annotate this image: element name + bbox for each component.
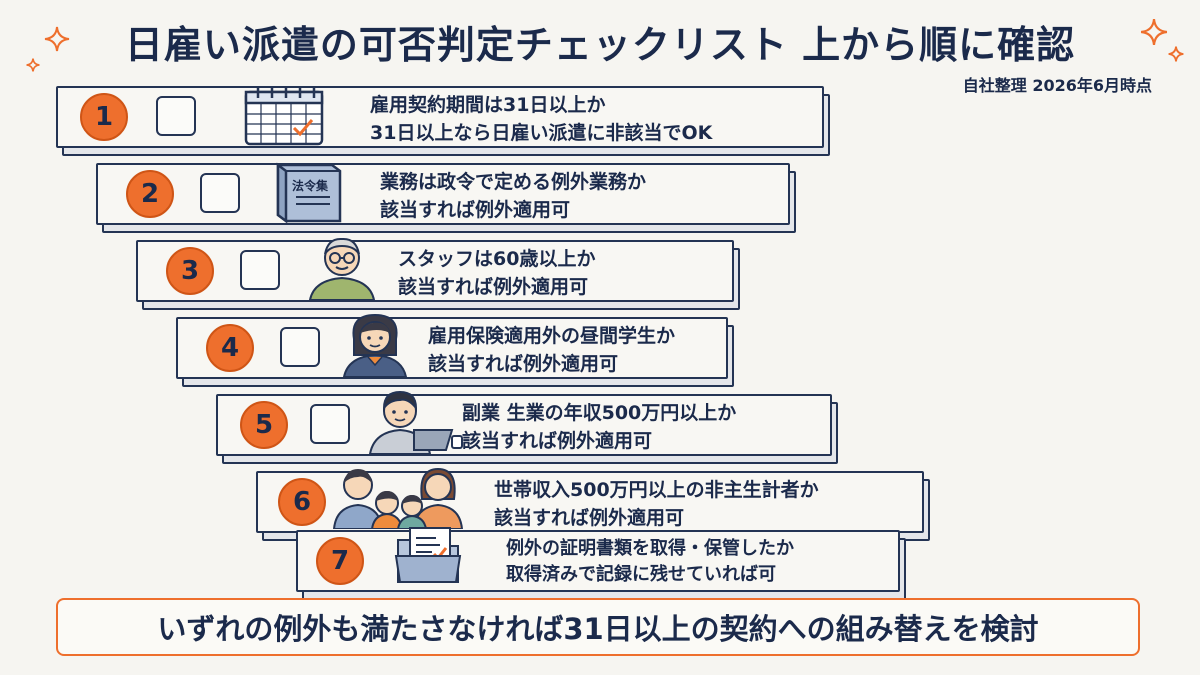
sparkle-icon <box>1140 18 1168 46</box>
checklist-step-1: 1 雇用契約期間は31日以上か 31日以上なら日雇い派遣に非該当でOK <box>56 86 830 156</box>
step-checkbox[interactable] <box>240 250 280 290</box>
conclusion-box: いずれの例外も満たさなければ31日以上の契約への組み替えを検討 <box>56 598 1140 656</box>
law-book-label: 法令集 <box>292 179 329 193</box>
step-number-badge: 5 <box>240 401 288 449</box>
step-note: 該当すれば例外適用可 <box>462 430 653 452</box>
step-condition: 世帯収入500万円以上の非主生計者か <box>494 479 819 501</box>
step-condition: 例外の証明書類を取得・保管したか <box>506 538 794 559</box>
step-note: 31日以上なら日雇い派遣に非該当でOK <box>370 122 713 144</box>
step-checkbox[interactable] <box>200 173 240 213</box>
checklist-step-7: 7 例外の証明書類を取得・保管したか 取得済みで記録に残せていれば可 <box>296 527 906 600</box>
sparkle-icon <box>26 58 40 72</box>
step-number-badge: 4 <box>206 324 254 372</box>
page-title: 日雇い派遣の可否判定チェックリスト 上から順に確認 <box>124 23 1076 67</box>
step-checkbox[interactable] <box>310 404 350 444</box>
step-note: 該当すれば例外適用可 <box>398 276 589 298</box>
step-condition: 雇用契約期間は31日以上か <box>370 94 606 116</box>
step-checkbox[interactable] <box>156 96 196 136</box>
step-number-badge: 7 <box>316 537 364 585</box>
checklist-step-5: 5 副業 生業の年収500万円以上か 該当すれば例外適用可 <box>216 390 838 464</box>
checklist-step-2: 2 法令集 業務は政令で定める例外業務か 該当すれば例外適用可 <box>96 162 796 233</box>
student-icon <box>342 313 408 377</box>
step-condition: 雇用保険適用外の昼間学生か <box>428 325 676 347</box>
step-condition: スタッフは60歳以上か <box>398 248 596 270</box>
step-number-badge: 3 <box>166 247 214 295</box>
sparkle-icon <box>44 26 70 52</box>
checklist-step-6: 6 世帯収入500万円以上の非主生計者か 該当すれば例外適用可 <box>256 467 930 541</box>
sparkle-icon <box>1168 46 1184 62</box>
side-job-worker-icon <box>368 390 463 454</box>
step-note: 該当すれば例外適用可 <box>428 353 619 375</box>
page-subtitle: 自社整理 2026年6月時点 <box>962 76 1152 95</box>
law-book-icon <box>276 162 342 224</box>
step-number-badge: 2 <box>126 170 174 218</box>
step-number-badge: 1 <box>80 93 128 141</box>
step-note: 該当すれば例外適用可 <box>380 199 571 221</box>
step-condition: 副業 生業の年収500万円以上か <box>462 402 737 424</box>
step-note: 該当すれば例外適用可 <box>494 507 685 529</box>
step-number-badge: 6 <box>278 478 326 526</box>
checklist-step-4: 4 雇用保険適用外の昼間学生か 該当すれば例外適用可 <box>176 313 734 387</box>
step-checkbox[interactable] <box>280 327 320 367</box>
senior-person-icon <box>308 237 376 300</box>
calendar-icon <box>244 86 324 146</box>
document-folder-icon <box>394 527 462 583</box>
conclusion-text: いずれの例外も満たさなければ31日以上の契約への組み替えを検討 <box>157 612 1039 646</box>
step-condition: 業務は政令で定める例外業務か <box>380 171 647 193</box>
step-note: 取得済みで記録に残せていれば可 <box>506 564 776 585</box>
checklist-step-3: 3 スタッフは60歳以上か 該当すれば例外適用可 <box>136 237 740 310</box>
family-icon <box>332 467 464 529</box>
